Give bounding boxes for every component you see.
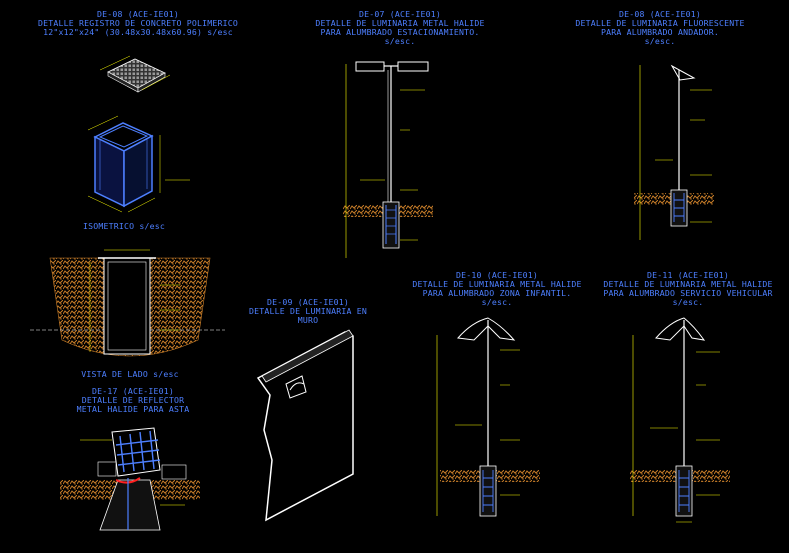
de17-line2: METAL HALIDE PARA ASTA [77, 404, 190, 414]
de08b-title: DE-08 (ACE-IE01) [619, 9, 701, 19]
detail-de09-muro: DE-09 (ACE-IE01) DETALLE DE LUMINARIA EN… [249, 297, 367, 522]
de08a-line1: DETALLE REGISTRO DE CONCRETO POLIMERICO [38, 18, 238, 28]
de17-line1: DETALLE DE REFLECTOR [82, 395, 185, 405]
registro-lid-drawing [99, 55, 171, 93]
detail-de17-reflector: DE-17 (ACE-IE01) DETALLE DE REFLECTOR ME… [60, 386, 200, 531]
de07-line1: DETALLE DE LUMINARIA METAL HALIDE [315, 18, 484, 28]
de09-line1: DETALLE DE LUMINARIA EN [249, 306, 367, 316]
de09-line2: MURO [298, 315, 319, 325]
de08b-line1: DETALLE DE LUMINARIA FLUORESCENTE [575, 18, 744, 28]
de09-title: DE-09 (ACE-IE01) [267, 297, 349, 307]
de08a-title: DE-08 (ACE-IE01) [97, 9, 179, 19]
de07-line3: s/esc. [385, 36, 416, 46]
de08b-line3: s/esc. [645, 36, 676, 46]
detail-de07-estacionamiento: DE-07 (ACE-IE01) DETALLE DE LUMINARIA ME… [315, 9, 484, 258]
de10-line3: s/esc. [482, 297, 513, 307]
detail-de10-zona-infantil: DE-10 (ACE-IE01) DETALLE DE LUMINARIA ME… [412, 270, 581, 517]
de10-line2: PARA ALUMBRADO ZONA INFANTIL. [423, 288, 572, 298]
de10-line1: DETALLE DE LUMINARIA METAL HALIDE [412, 279, 581, 289]
de10-title: DE-10 (ACE-IE01) [456, 270, 538, 280]
de11-line2: PARA ALUMBRADO SERVICIO VEHICULAR [603, 288, 772, 298]
de11-line3: s/esc. [673, 297, 704, 307]
detail-de08-andador: DE-08 (ACE-IE01) DETALLE DE LUMINARIA FL… [575, 9, 744, 240]
detail-de11-servicio-vehicular: DE-11 (ACE-IE01) DETALLE DE LUMINARIA ME… [603, 270, 772, 523]
de11-line1: DETALLE DE LUMINARIA METAL HALIDE [603, 279, 772, 289]
side-view-label: VISTA DE LADO s/esc [81, 369, 178, 379]
detail-de08-registro: DE-08 (ACE-IE01) DETALLE REGISTRO DE CON… [30, 9, 238, 379]
de17-title: DE-17 (ACE-IE01) [92, 386, 174, 396]
registro-side-view [30, 249, 225, 357]
de07-line2: PARA ALUMBRADO ESTACIONAMIENTO. [320, 27, 479, 37]
isometric-label: ISOMETRICO s/esc [83, 221, 165, 231]
de07-title: DE-07 (ACE-IE01) [359, 9, 441, 19]
de11-title: DE-11 (ACE-IE01) [647, 270, 729, 280]
de08b-line2: PARA ALUMBRADO ANDADOR. [601, 27, 719, 37]
registro-box-drawing [87, 115, 190, 213]
de08a-line2: 12"x12"x24" (30.48x30.48x60.96) s/esc [43, 27, 233, 37]
